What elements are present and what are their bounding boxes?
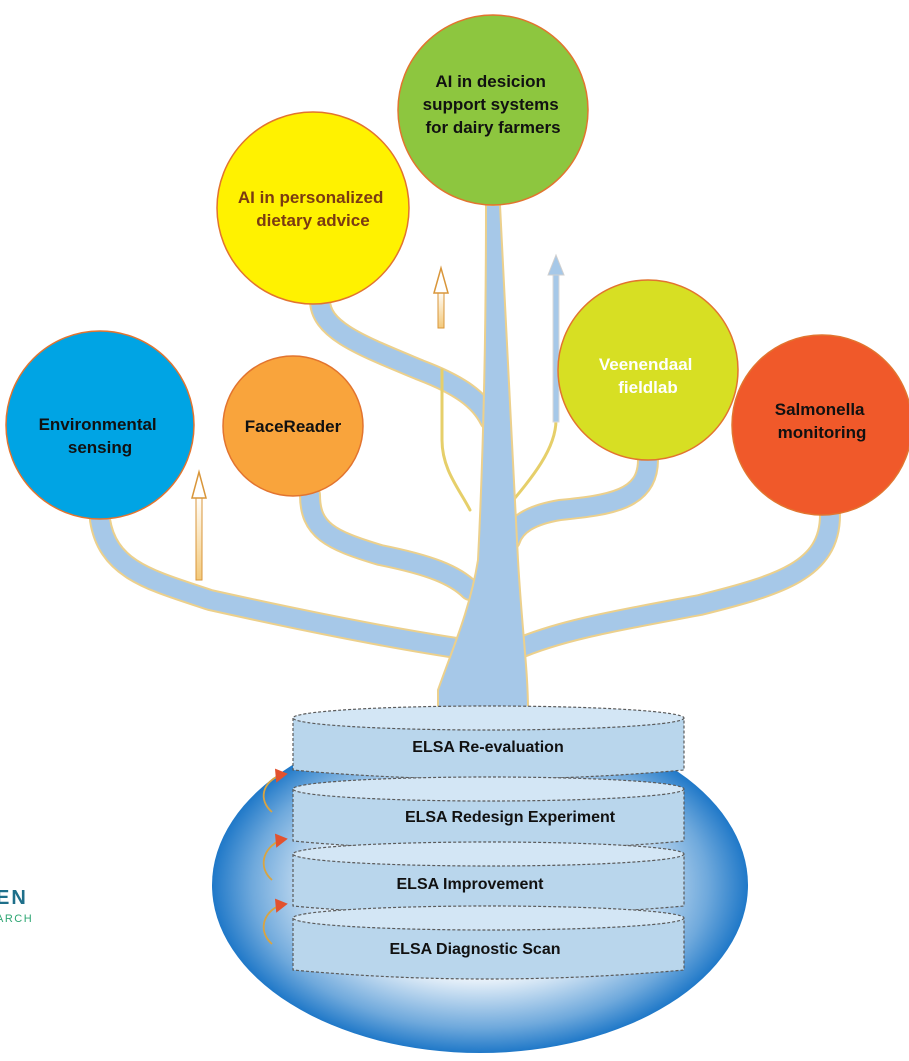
circle-environmental-line: Environmental [39,415,157,434]
circle-facereader-line: FaceReader [245,417,342,436]
circle-salmonella-shape [731,334,909,516]
circle-veenendaal-shape [557,279,739,461]
circle-ai-dairy-line: AI in desicion [435,72,546,91]
circle-ai-dietary-shape [216,111,410,305]
circle-facereader-shape [222,355,364,497]
circle-veenendaal: Veenendaal fieldlab [557,279,739,461]
elsa-stage-label: ELSA Redesign Experiment [405,809,616,826]
curved-arrow-icon [262,833,288,881]
circle-ai-dietary-line: dietary advice [256,211,369,230]
circle-ai-dairy-line: support systems [423,95,559,114]
logo: EN ARCH [0,887,33,925]
growth-arrow-icon [433,265,449,329]
circle-veenendaal-label: Veenendaal fieldlab [599,355,697,397]
tree-branches [89,278,841,661]
curved-arrow-icon [262,768,288,813]
circle-ai-dietary: AI in personalized dietary advice [216,111,410,305]
tree-trunk [437,204,529,791]
circle-environmental-label: Environmental sensing [39,415,162,457]
elsa-stage-label: ELSA Improvement [397,876,545,893]
circle-ai-dairy-line: for dairy farmers [425,118,560,137]
circle-ai-dietary-label: AI in personalized dietary advice [238,188,388,230]
outcome-circles: AI in desicion support systems for dairy… [5,14,909,520]
growth-arrows [191,253,565,581]
circle-veenendaal-line: fieldlab [618,378,678,397]
elsa-disc: ELSA Improvement [292,841,685,916]
circle-ai-dairy: AI in desicion support systems for dairy… [397,14,589,206]
circle-environmental-line: sensing [68,438,132,457]
circle-facereader-label: FaceReader [245,417,342,436]
elsa-disc: ELSA Re-evaluation [292,705,685,780]
circle-salmonella-line: monitoring [778,423,867,442]
elsa-stage-label: ELSA Re-evaluation [412,739,563,756]
elsa-disc: ELSA Redesign Experiment [292,776,685,851]
growth-arrow-icon [191,469,207,581]
circle-facereader: FaceReader [222,355,364,497]
growth-arrow-icon [547,253,565,423]
circle-salmonella-label: Salmonella monitoring [775,400,870,442]
circle-salmonella-line: Salmonella [775,400,865,419]
elsa-disc: ELSA Diagnostic Scan [292,905,685,980]
logo-main-text: EN [0,887,28,909]
circle-environmental: Environmental sensing [5,330,195,520]
elsa-stack: ELSA Re-evaluation ELSA Redesign Experim… [262,705,685,980]
circle-environmental-shape [5,330,195,520]
circle-ai-dietary-line: AI in personalized [238,188,383,207]
circle-salmonella: Salmonella monitoring [731,334,909,516]
elsa-stage-label: ELSA Diagnostic Scan [390,941,561,958]
progression-arrows [262,768,288,945]
circle-ai-dairy-shape [397,14,589,206]
circle-veenendaal-line: Veenendaal [599,355,693,374]
circle-ai-dairy-label: AI in desicion support systems for dairy… [423,72,564,137]
logo-sub-text: ARCH [0,913,33,925]
curved-arrow-icon [262,898,288,945]
